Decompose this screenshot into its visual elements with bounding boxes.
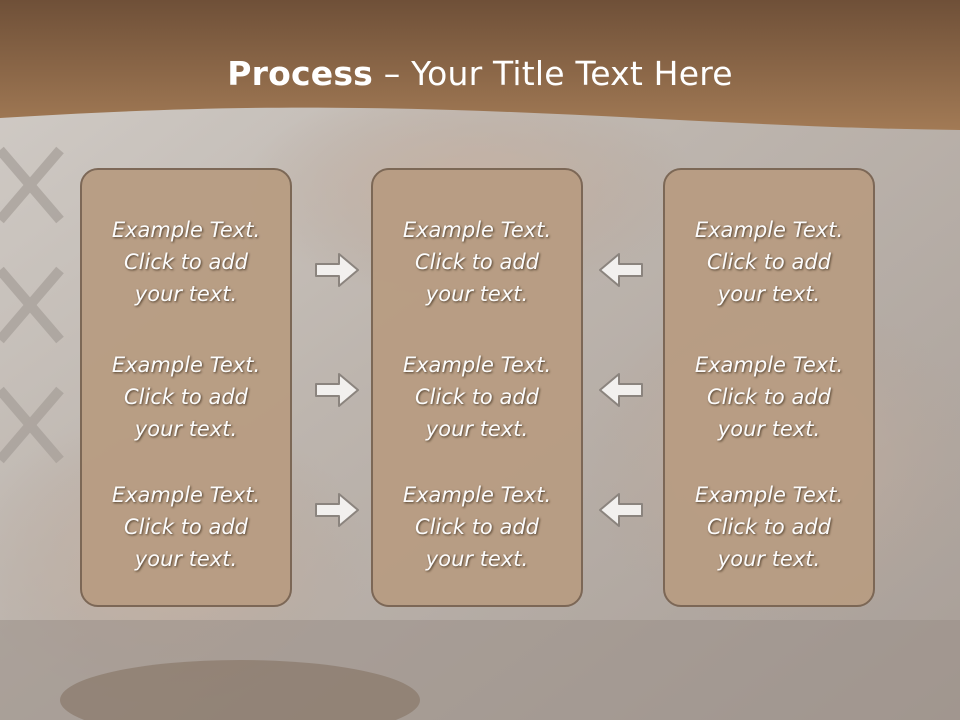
arrow-left-icon (599, 253, 643, 287)
text-placeholder[interactable]: Example Text. Click to add your text. (402, 353, 552, 441)
arrow-right-icon (315, 253, 359, 287)
title-band (0, 0, 960, 130)
text-placeholder[interactable]: Example Text. Click to add your text. (694, 353, 844, 441)
text-placeholder[interactable]: Example Text. Click to add your text. (111, 483, 261, 571)
arrow-left-icon (599, 493, 643, 527)
slide-title[interactable]: Process – Your Title Text Here (0, 52, 960, 96)
arrow-left-icon (599, 373, 643, 407)
text-placeholder[interactable]: Example Text. Click to add your text. (402, 483, 552, 571)
arrow-right-icon (315, 373, 359, 407)
text-placeholder[interactable]: Example Text. Click to add your text. (402, 218, 552, 306)
title-rest: – Your Title Text Here (373, 54, 733, 93)
text-placeholder[interactable]: Example Text. Click to add your text. (694, 483, 844, 571)
title-bold: Process (227, 54, 374, 93)
process-box-right[interactable]: Example Text. Click to add your text. Ex… (663, 168, 875, 607)
process-box-left[interactable]: Example Text. Click to add your text. Ex… (80, 168, 292, 607)
text-placeholder[interactable]: Example Text. Click to add your text. (111, 218, 261, 306)
process-box-middle[interactable]: Example Text. Click to add your text. Ex… (371, 168, 583, 607)
arrow-right-icon (315, 493, 359, 527)
text-placeholder[interactable]: Example Text. Click to add your text. (111, 353, 261, 441)
text-placeholder[interactable]: Example Text. Click to add your text. (694, 218, 844, 306)
